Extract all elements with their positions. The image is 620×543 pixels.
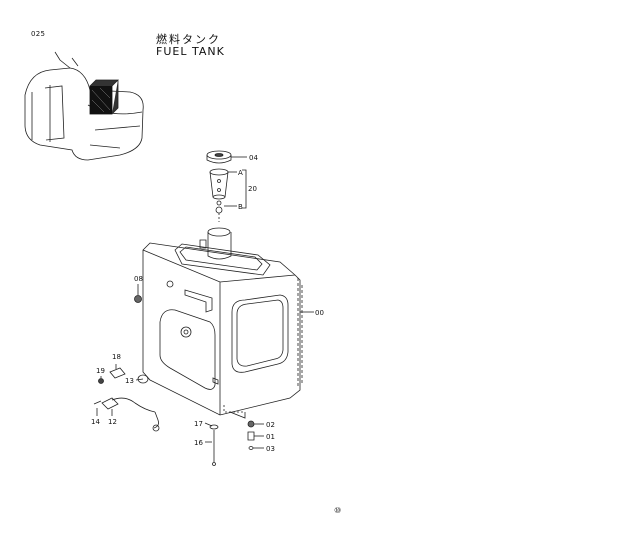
- callout-17: 17: [194, 420, 203, 428]
- callout-01: 01: [266, 433, 275, 441]
- callout-14: 14: [91, 418, 100, 426]
- drain-valve-parts: [223, 405, 264, 450]
- callout-12: 12: [108, 418, 117, 426]
- callout-00: 00: [315, 309, 324, 317]
- callout-13: 13: [125, 377, 134, 385]
- callout-08: 08: [134, 275, 143, 283]
- title-japanese: 燃料タンク: [156, 33, 221, 46]
- callout-a: A: [238, 169, 243, 177]
- footer-mark: ⑩: [334, 506, 342, 515]
- drain-parts: [204, 422, 219, 466]
- callout-b: B: [238, 203, 243, 211]
- callout-02: 02: [266, 421, 275, 429]
- filler-cap: [206, 150, 247, 164]
- callout-03: 03: [266, 445, 275, 453]
- callout-labels: 04 A 20 B 08 00 18 19 13 14 12 17 16 02 …: [91, 154, 324, 453]
- machine-location-illustration: [24, 51, 144, 161]
- strainer: [209, 168, 247, 222]
- callout-04: 04: [249, 154, 258, 162]
- cover: [134, 284, 142, 303]
- fuel-tank-body: [142, 227, 314, 416]
- page-number: 025: [31, 30, 46, 38]
- callout-20: 20: [248, 185, 257, 193]
- level-sensor-parts: [93, 364, 160, 432]
- callout-18: 18: [112, 353, 121, 361]
- callout-16: 16: [194, 439, 203, 447]
- callout-19: 19: [96, 367, 105, 375]
- title-english: FUEL TANK: [156, 45, 225, 58]
